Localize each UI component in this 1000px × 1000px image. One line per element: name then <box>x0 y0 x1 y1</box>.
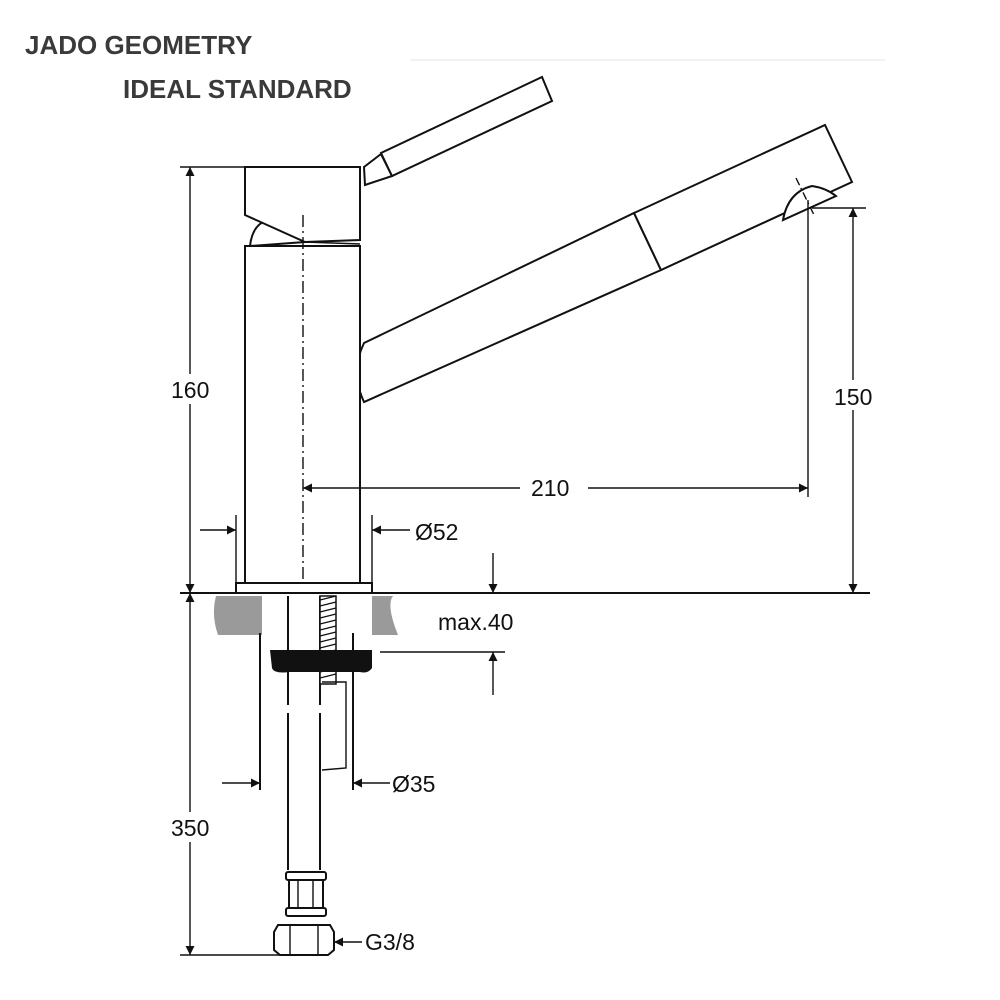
dim-label-350: 350 <box>171 815 209 841</box>
mounting-washer <box>270 650 372 673</box>
brand-title: JADO GEOMETRY <box>25 30 252 60</box>
faucet-body <box>235 166 373 594</box>
thread-label-g3-8: G3/8 <box>365 929 415 955</box>
lever-handle <box>362 75 554 187</box>
manufacturer-title: IDEAL STANDARD <box>123 74 352 104</box>
dim-label-diameter-52: Ø52 <box>415 519 458 545</box>
dim-label-210: 210 <box>531 475 569 501</box>
spout <box>356 123 854 404</box>
base-plate <box>235 582 373 594</box>
dim-label-150: 150 <box>834 384 872 410</box>
dim-label-max-40: max.40 <box>438 609 513 635</box>
dim-label-160: 160 <box>171 377 209 403</box>
dim-label-diameter-35: Ø35 <box>392 771 435 797</box>
aerator <box>781 184 838 222</box>
hex-nut <box>273 924 335 956</box>
countertop <box>213 596 398 635</box>
mounting-assembly <box>259 595 372 956</box>
